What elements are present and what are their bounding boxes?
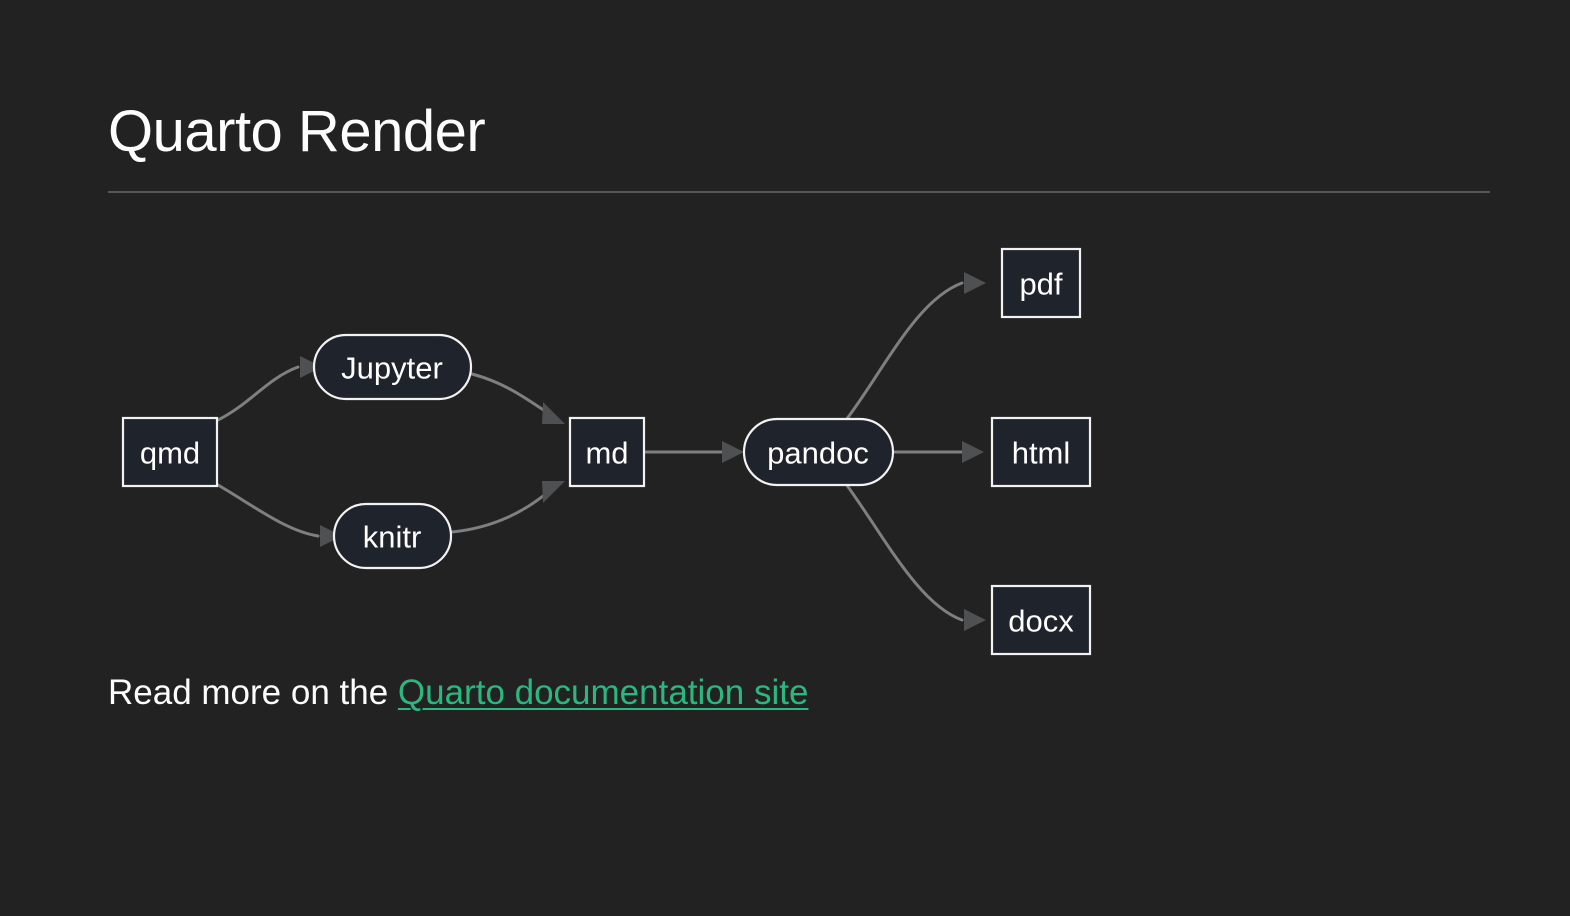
edge-qmd-to-jupyter bbox=[216, 356, 322, 422]
edge-md-to-pandoc bbox=[643, 441, 744, 463]
edge-qmd-to-knitr bbox=[216, 483, 342, 547]
edge-pandoc-to-pdf bbox=[844, 272, 986, 422]
node-shape-rect bbox=[1000, 247, 1082, 319]
arrow-head-icon bbox=[964, 609, 986, 631]
footer-prefix: Read more on the bbox=[108, 673, 398, 712]
title-divider bbox=[108, 191, 1490, 193]
node-pdf[interactable]: pdf bbox=[1000, 247, 1082, 319]
node-label: html bbox=[1012, 436, 1071, 471]
node-pandoc[interactable]: pandoc bbox=[742, 417, 895, 487]
node-shape-rect bbox=[568, 416, 646, 488]
node-shape-stadium bbox=[312, 333, 473, 401]
edge-line bbox=[844, 482, 964, 622]
page-title: Quarto Render bbox=[108, 99, 486, 164]
arrow-head-icon bbox=[542, 402, 565, 424]
node-shape-rect bbox=[990, 584, 1092, 656]
node-html[interactable]: html bbox=[990, 416, 1092, 488]
node-md[interactable]: md bbox=[568, 416, 646, 488]
node-shape-stadium bbox=[742, 417, 895, 487]
arrow-head-icon bbox=[300, 356, 322, 378]
edge-pandoc-to-html bbox=[892, 441, 984, 463]
node-label: md bbox=[585, 436, 628, 471]
node-shape-rect bbox=[990, 416, 1092, 488]
node-label: knitr bbox=[363, 520, 422, 555]
diagram-nodes: qmd Jupyter knitr md pandoc bbox=[121, 247, 1092, 656]
edge-pandoc-to-docx bbox=[844, 482, 986, 631]
node-jupyter[interactable]: Jupyter bbox=[312, 333, 473, 401]
arrow-head-icon bbox=[722, 441, 744, 463]
edge-line bbox=[470, 372, 550, 415]
node-label: qmd bbox=[140, 436, 200, 471]
arrow-head-icon bbox=[542, 481, 565, 503]
node-label: pandoc bbox=[767, 436, 869, 471]
node-label: docx bbox=[1008, 604, 1074, 639]
node-shape-rect bbox=[121, 416, 219, 488]
node-docx[interactable]: docx bbox=[990, 584, 1092, 656]
edge-line bbox=[450, 490, 550, 534]
quarto-documentation-link[interactable]: Quarto documentation site bbox=[397, 673, 809, 712]
edge-line bbox=[216, 365, 300, 422]
edge-line bbox=[216, 483, 320, 538]
arrow-head-icon bbox=[962, 441, 984, 463]
node-label: Jupyter bbox=[341, 351, 443, 386]
footer-text: Read more on the Quarto documentation si… bbox=[108, 672, 808, 714]
node-qmd[interactable]: qmd bbox=[121, 416, 219, 488]
arrow-head-icon bbox=[964, 272, 986, 294]
edge-knitr-to-md bbox=[450, 481, 565, 534]
edge-jupyter-to-md bbox=[470, 372, 565, 424]
arrow-head-icon bbox=[320, 525, 342, 547]
node-label: pdf bbox=[1019, 267, 1062, 302]
node-knitr[interactable]: knitr bbox=[332, 502, 453, 570]
node-shape-stadium bbox=[332, 502, 453, 570]
diagram-edges bbox=[216, 272, 986, 631]
edge-line bbox=[844, 281, 964, 422]
